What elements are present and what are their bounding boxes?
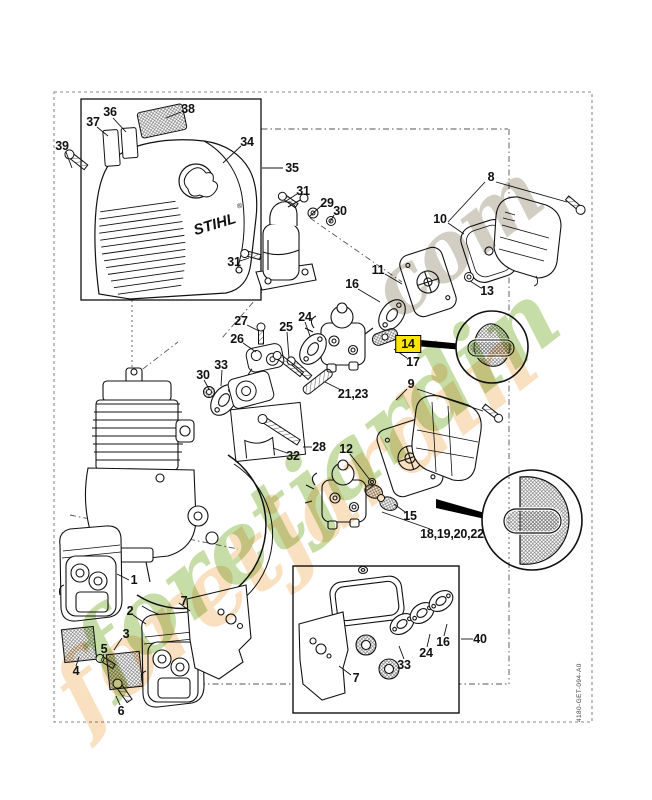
bolt-32 [257,413,301,446]
screw-5 [95,653,116,670]
part-callout-16: 16 [345,277,359,291]
part-callout-32: 32 [286,449,300,463]
part-callout-33-kit: 33 [397,658,411,672]
part-callout-14: 14 [395,335,421,353]
filter-backplate-11 [399,246,457,318]
part-callout-36: 36 [103,105,117,119]
bolt-27 [256,322,266,345]
part-callout-15: 15 [403,509,417,523]
detail-circle-choke-knob [455,310,529,384]
part-callout-34: 34 [240,135,254,149]
screw-6 [112,678,133,704]
part-callout-31-left: 31 [227,255,241,269]
part-callout-31-top: 31 [296,184,310,198]
part-callout-12: 12 [339,442,353,456]
spark-screen-4 [60,625,98,664]
part-callout-7-kit: 7 [352,671,360,685]
part-callout-38: 38 [181,102,195,116]
engine-cover [94,139,258,300]
gasket-24 [299,333,327,365]
part-callout-10: 10 [433,212,447,226]
screw-8 [564,195,586,215]
part-callout-35: 35 [285,161,299,175]
diagram-code: 4180-GET-094-A0 [576,663,583,722]
leader-lines [65,111,568,706]
stihl-registered-mark: ® [236,201,244,210]
choke-knob-14 [371,328,399,346]
wing-knob-15 [364,484,398,511]
part-callout-8: 8 [487,170,495,184]
baffle-plate-28 [229,401,307,463]
part-callout-6: 6 [117,704,125,718]
filter-cover-8 [493,196,562,287]
part-callout-24-kit: 24 [419,646,433,660]
screw-31-top [277,191,299,209]
detail-circle-filter-element [481,469,583,571]
screw-31-left [240,249,262,261]
throttle-elbow [255,193,317,291]
part-callout-7-shield: 7 [180,594,188,608]
detail-leader-filter [436,499,485,519]
gasket-kit-contents [298,565,454,701]
sticker-37 [102,129,121,167]
part-callout-5: 5 [100,642,108,656]
grommet-30 [203,386,215,398]
part-callout-1: 1 [130,573,138,587]
sticker-36 [120,127,139,159]
muffler [58,525,123,622]
part-callout-29: 29 [320,196,334,210]
part-callout-18-22: 18,19,20,22 [420,527,484,541]
filter-cover-9 [411,395,482,482]
page-dashed-border [53,91,593,723]
nut-13 [464,272,474,282]
part-callout-2: 2 [126,604,134,618]
part-callout-17: 17 [406,355,420,369]
part-callout-39: 39 [55,139,69,153]
intake-manifold [227,370,275,409]
part-callout-25: 25 [279,320,293,334]
part-callout-28: 28 [312,440,326,454]
part-callout-30-top: 30 [333,204,347,218]
part-callout-24: 24 [298,310,312,324]
part-callout-27: 27 [234,314,248,328]
part-callout-9: 9 [407,377,415,391]
part-callout-4: 4 [72,664,80,678]
part-callout-33: 33 [214,358,228,372]
detail-leader-14 [421,340,458,350]
gasket-16 [378,299,406,331]
part-callout-40: 40 [473,632,487,646]
sticker-38 [136,103,188,139]
spacer-rod-21-23 [302,368,333,395]
part-callout-30-mid: 30 [196,368,210,382]
part-callout-11: 11 [371,263,385,277]
part-callout-13: 13 [480,284,494,298]
bolt-28 [272,350,305,378]
heat-shield-7 [186,584,252,680]
part-callout-16-kit: 16 [436,635,450,649]
part-callout-21-23: 21,23 [337,387,369,401]
screw-39 [64,149,89,171]
part-callout-3: 3 [122,627,130,641]
part-callout-26: 26 [230,332,244,346]
part-callout-37: 37 [86,115,100,129]
screw-9 [481,403,504,423]
